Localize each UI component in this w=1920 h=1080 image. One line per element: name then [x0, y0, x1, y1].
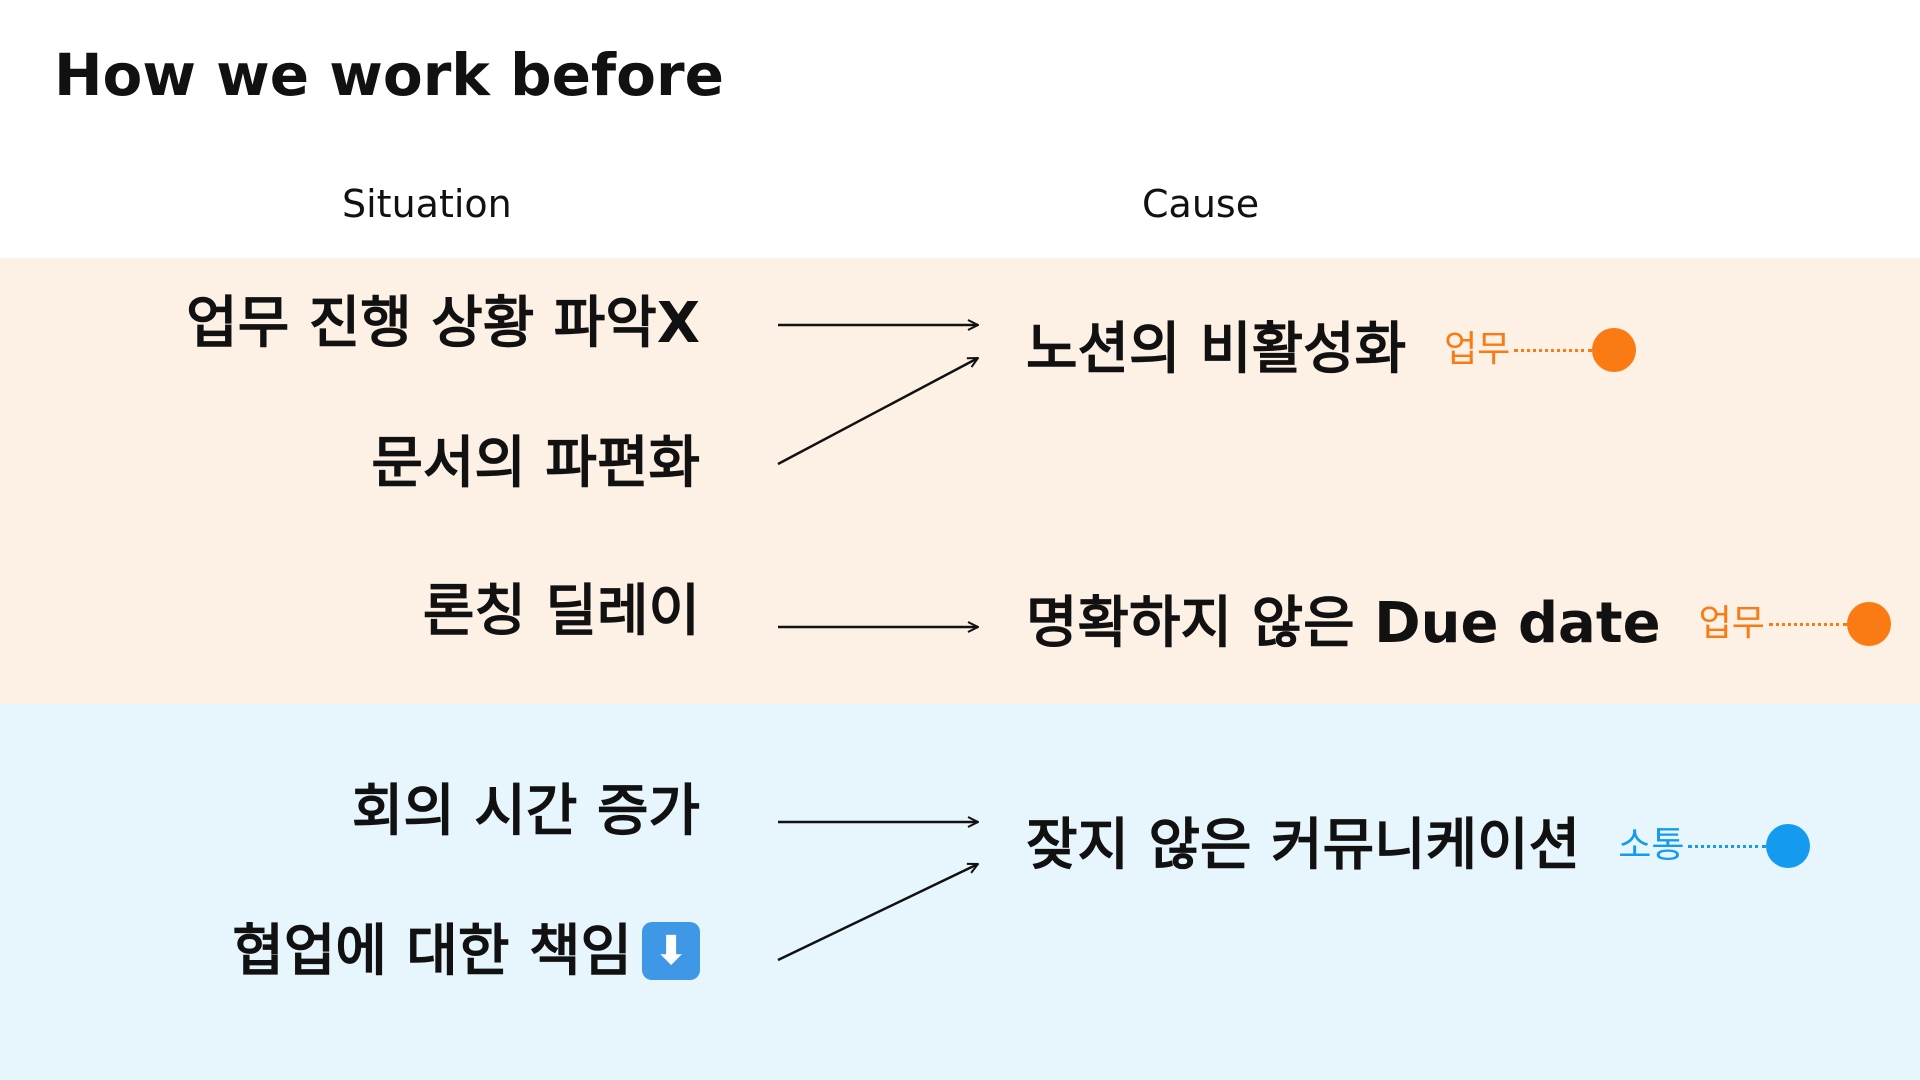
situation-item-2: 문서의 파편화 — [371, 431, 700, 496]
dotted-line — [1514, 348, 1593, 352]
circle-icon — [1846, 602, 1891, 646]
down-arrow-icon: ⬇ — [642, 921, 700, 980]
cause-tag-1: 업무 — [1444, 328, 1637, 372]
situation-item-1: 업무 진행 상황 파악X — [186, 291, 700, 356]
dotted-line — [1688, 844, 1767, 848]
arrow-situation-5-to-cause-3 — [777, 864, 978, 962]
situation-item-4: 회의 시간 증가 — [351, 779, 700, 844]
situation-item-5: 협업에 대한 책임⬇ — [232, 921, 700, 984]
circle-icon — [1766, 824, 1811, 868]
cause-tag-3-label: 소통 — [1618, 825, 1685, 866]
cause-item-3-text: 잦지 않은 커뮤니케이션 — [1026, 813, 1581, 878]
situation-item-5-text: 협업에 대한 책임 — [232, 919, 632, 984]
cause-tag-3: 소통 — [1618, 824, 1811, 868]
cause-item-1: 노션의 비활성화 업무 — [1026, 317, 1637, 382]
situation-item-3: 론칭 딜레이 — [422, 579, 700, 644]
cause-tag-1-label: 업무 — [1444, 329, 1511, 370]
column-header-situation: Situation — [342, 182, 512, 226]
arrow-situation-2-to-cause-1 — [777, 356, 978, 466]
cause-item-1-text: 노션의 비활성화 — [1026, 317, 1407, 382]
communication-band — [0, 704, 1920, 1080]
cause-tag-2: 업무 — [1699, 602, 1891, 646]
circle-icon — [1592, 328, 1637, 372]
column-header-cause: Cause — [1142, 182, 1260, 226]
cause-item-2-text: 명확하지 않은 Due date — [1026, 591, 1661, 656]
cause-item-2: 명확하지 않은 Due date 업무 — [1026, 596, 1891, 652]
cause-item-3: 잦지 않은 커뮤니케이션 소통 — [1026, 813, 1811, 878]
page-title: How we work before — [54, 41, 724, 109]
cause-tag-2-label: 업무 — [1698, 603, 1765, 644]
dotted-line — [1768, 622, 1847, 626]
